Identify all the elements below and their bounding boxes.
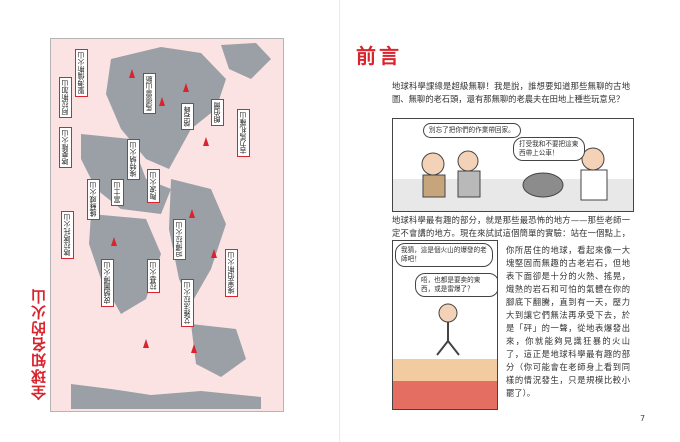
map-label: 埃特納火山 (127, 139, 140, 180)
map-label: 阿拉斯加山 (59, 77, 72, 118)
volcano-pin (183, 83, 189, 92)
page-heading: 前言 (356, 44, 402, 68)
volcano-map: 阿拉斯加山 聖海倫斯火山 馬德雷山脈 熔岩峰 朗伯爾 吉力馬札羅山 喀麥隆火山 … (50, 38, 284, 412)
volcano-pin (189, 209, 195, 218)
map-label: 皮納圖博火山 (101, 259, 114, 307)
body-paragraph-side: 你所居住的地球，看起來像一大塊堅固而無趣的古老岩石，但地表下面卻是十分的火熱、搖… (506, 245, 630, 398)
map-title: 全球知名的火山 (30, 288, 48, 400)
map-label: 艾雅法拉火山 (181, 279, 194, 327)
page-number: 7 (640, 414, 646, 423)
map-label: 喀麥隆火山 (59, 127, 72, 168)
map-label: 聖海倫斯火山 (75, 49, 88, 97)
volcano-pin (143, 339, 149, 348)
speech-bubble: 我猜，這是個火山的爆發的老師吧！ (395, 243, 493, 267)
volcano-pin (211, 249, 217, 258)
continent-north-america (106, 47, 226, 169)
map-label: 熔岩峰 (181, 103, 194, 130)
map-label: 拉基火山 (147, 259, 160, 293)
volcano-pin (111, 237, 117, 246)
map-label: 陶波火山 (147, 169, 160, 203)
continent-greenland (221, 43, 271, 79)
continent-australia (191, 324, 246, 377)
continent-antarctica (71, 384, 261, 409)
speech-bubble: 唔，也都是要卖的東西，或是雷爆了？ (415, 273, 497, 297)
comic-illustration-classroom (393, 147, 633, 211)
map-label: 坦博拉火山 (173, 219, 186, 260)
map-label: 吉力馬札羅山 (237, 109, 250, 157)
volcano-pin (191, 344, 197, 353)
volcano-pin (203, 137, 209, 146)
map-label: 富士山 (111, 179, 124, 206)
map-label: 埃里伯斯火山 (225, 249, 238, 297)
map-label: 朗伯爾 (211, 99, 224, 126)
volcano-pin (159, 97, 165, 106)
volcano-pin (129, 69, 135, 78)
map-label: 喀拉喀托火山 (61, 211, 74, 259)
speech-bubble: 打受我和不要把這東西帶上公車！ (513, 137, 585, 161)
continent-south-america (169, 179, 226, 304)
map-label: 馬德雷山脈 (143, 73, 156, 114)
comic-panel-classroom: 別忘了把你們的作業帶回家。 打受我和不要把這東西帶上公車！ (392, 118, 634, 212)
comic-panel-jumping: 我猜，這是個火山的爆發的老師吧！ 唔，也都是要卖的東西，或是雷爆了？ (392, 240, 498, 410)
comic-illustration-jumping (393, 303, 497, 409)
map-label: 維蘇威火山 (87, 179, 100, 220)
intro-paragraph: 地球科學課總是超級無聊！我是說，誰想要知道那些無聊的古地圖、無聊的老石頭，還有那… (392, 81, 630, 104)
speech-bubble: 別忘了把你們的作業帶回家。 (423, 123, 521, 138)
